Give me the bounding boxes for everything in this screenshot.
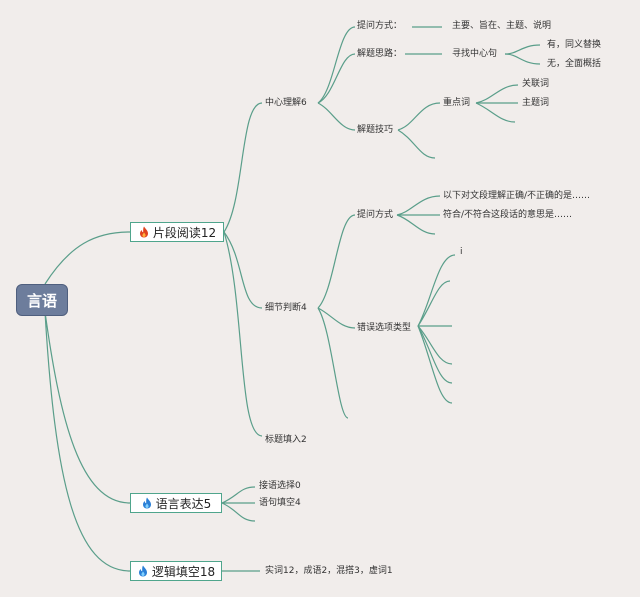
connector-keyword-link xyxy=(475,84,519,104)
node-b2-c1[interactable]: 接语选择0 xyxy=(259,481,301,491)
node-detail[interactable]: 细节判断4 xyxy=(265,303,307,313)
connector-idea-yes xyxy=(504,44,541,55)
connector-idea-no xyxy=(504,53,541,65)
node-title[interactable]: 标题填入2 xyxy=(265,435,307,445)
connector-center-idea xyxy=(317,53,356,104)
connector-keyword-blank xyxy=(475,102,516,123)
node-kw-link[interactable]: 关联词 xyxy=(522,79,550,89)
connector-skill-keyword xyxy=(397,102,441,131)
connector-b2-blank xyxy=(221,502,256,522)
node-center[interactable]: 中心理解6 xyxy=(265,98,307,108)
connector-center-ask xyxy=(317,26,356,104)
connector-b2-c1 xyxy=(221,486,256,504)
node-center-skill[interactable]: 解题技巧 xyxy=(357,125,394,135)
node-detail-ask-1[interactable]: 以下对文段理解正确/不正确的是…… xyxy=(443,191,591,201)
node-wrong-marker[interactable]: i xyxy=(460,247,463,257)
fire-icon-blue xyxy=(137,565,149,577)
connector-detail-wrong xyxy=(317,307,356,329)
connector-b1-center xyxy=(223,102,263,233)
branch-expression[interactable]: 语言表达5 xyxy=(130,493,222,513)
branch-reading[interactable]: 片段阅读12 xyxy=(130,222,224,242)
node-b2-c2[interactable]: 语句填空4 xyxy=(259,498,301,508)
root-node[interactable]: 言语 xyxy=(16,284,68,316)
node-detail-wrong[interactable]: 错误选项类型 xyxy=(357,323,412,333)
node-kw-topic[interactable]: 主题词 xyxy=(522,98,550,108)
connector-wrong-2 xyxy=(417,280,451,327)
node-keyword[interactable]: 重点词 xyxy=(443,98,471,108)
connector-wrong-6 xyxy=(417,325,453,404)
node-b3-c1[interactable]: 实词12，成语2，混搭3，虚词1 xyxy=(265,566,393,576)
node-detail-ask-2[interactable]: 符合/不符合这段话的意思是…… xyxy=(443,210,573,220)
connector-center-skill xyxy=(317,102,356,131)
node-center-idea[interactable]: 解题思路： xyxy=(357,49,403,59)
node-center-idea-answer[interactable]: 寻找中心句 xyxy=(452,49,498,59)
connector-root-b1 xyxy=(44,231,131,285)
node-idea-no[interactable]: 无，全面概括 xyxy=(547,59,602,69)
node-detail-ask[interactable]: 提问方式 xyxy=(357,210,394,220)
fire-icon-blue xyxy=(141,497,153,509)
branch-reading-label: 片段阅读12 xyxy=(152,225,217,240)
node-center-ask-answer[interactable]: 主要、旨在、主题、说明 xyxy=(452,21,552,31)
connector-root-b3 xyxy=(44,311,131,572)
connector-ask-1 xyxy=(396,195,441,216)
root-label: 言语 xyxy=(26,291,57,310)
connector-ask-3 xyxy=(396,214,436,235)
connector-detail-blank xyxy=(317,307,349,419)
branch-fill-blank[interactable]: 逻辑填空18 xyxy=(130,561,222,581)
connector-wrong-5 xyxy=(417,325,453,384)
connector-wrong-1 xyxy=(417,254,456,327)
node-idea-yes[interactable]: 有，同义替换 xyxy=(547,40,602,50)
node-center-ask[interactable]: 提问方式： xyxy=(357,21,403,31)
connector-detail-ask xyxy=(317,214,356,309)
connector-b1-detail xyxy=(223,231,263,309)
fire-icon-red xyxy=(138,226,150,238)
branch-fill-blank-label: 逻辑填空18 xyxy=(151,564,216,579)
connector-wrong-4 xyxy=(417,325,453,365)
connector-skill-blank xyxy=(397,129,436,159)
branch-expression-label: 语言表达5 xyxy=(155,496,212,511)
connector-b1-title xyxy=(223,231,263,437)
connector-root-b2 xyxy=(44,311,131,504)
